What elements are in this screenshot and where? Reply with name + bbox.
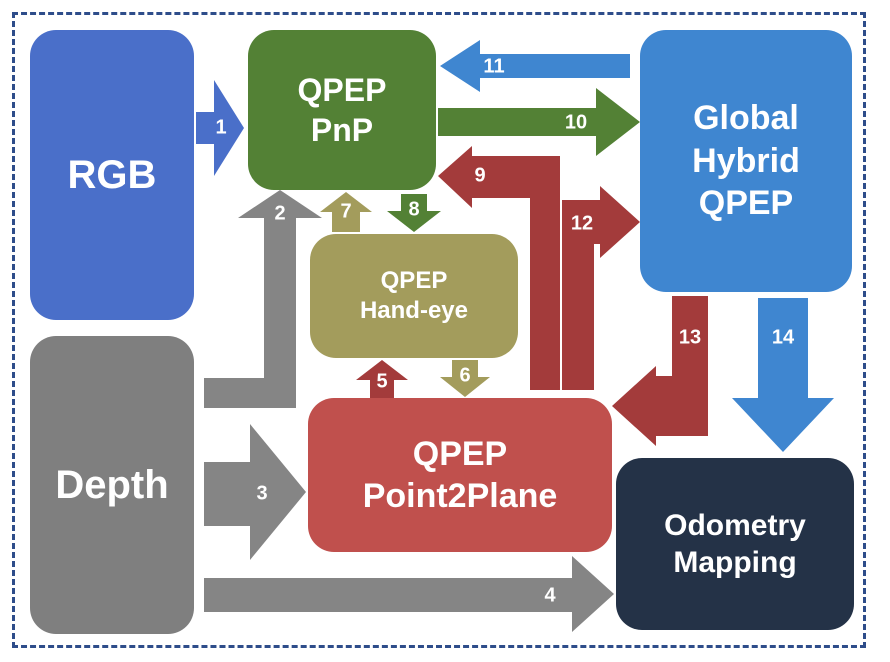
odometry-mapping-line1: Odometry bbox=[664, 508, 806, 542]
qpep-hand-eye-line1: QPEP bbox=[380, 267, 448, 294]
global-hybrid-line1: Global bbox=[693, 99, 799, 138]
arrow-13-label: 13 bbox=[679, 326, 701, 348]
arrow-14 bbox=[732, 298, 834, 452]
qpep-point2plane-line2: Point2Plane bbox=[362, 477, 558, 515]
qpep-point2plane-line1: QPEP bbox=[412, 434, 508, 473]
global-hybrid-line3: QPEP bbox=[698, 184, 794, 223]
arrow-2 bbox=[204, 190, 322, 408]
rgb-node: RGB bbox=[30, 30, 194, 320]
arrow-13 bbox=[612, 296, 708, 446]
odometry-mapping-line2: Mapping bbox=[673, 546, 797, 579]
arrow-7-label: 7 bbox=[340, 200, 351, 222]
depth-node: Depth bbox=[30, 336, 194, 634]
arrow-11-label: 11 bbox=[483, 55, 504, 77]
arrow-6-label: 6 bbox=[459, 364, 470, 386]
arrow-6 bbox=[440, 360, 490, 397]
qpep-hand-eye-line2: Hand-eye bbox=[359, 297, 469, 324]
qpep-pnp-line2: PnP bbox=[310, 112, 374, 148]
qpep-point2plane-node: QPEP Point2Plane bbox=[308, 398, 612, 552]
qpep-pnp-line1: QPEP bbox=[297, 72, 387, 108]
arrow-1 bbox=[196, 80, 244, 176]
arrow-5-label: 5 bbox=[376, 370, 387, 392]
arrow-3 bbox=[204, 424, 306, 560]
global-hybrid-qpep-node: Global Hybrid QPEP bbox=[640, 30, 852, 292]
arrow-1-label: 1 bbox=[215, 116, 226, 138]
arrow-2-label: 2 bbox=[274, 202, 285, 224]
arrow-8-label: 8 bbox=[408, 198, 419, 220]
arrow-12-label: 12 bbox=[571, 212, 593, 234]
odometry-mapping-node: Odometry Mapping bbox=[616, 458, 854, 630]
arrow-10-label: 10 bbox=[565, 111, 587, 133]
arrow-5 bbox=[356, 360, 408, 398]
arrow-14-label: 14 bbox=[772, 326, 795, 348]
rgb-label: RGB bbox=[67, 153, 157, 197]
diagram-border bbox=[12, 12, 866, 648]
global-hybrid-line2: Hybrid bbox=[692, 141, 800, 180]
arrow-12 bbox=[562, 186, 640, 390]
arrow-4-label: 4 bbox=[544, 584, 556, 606]
arrow-3-label: 3 bbox=[256, 482, 267, 504]
qpep-hand-eye-node: QPEP Hand-eye bbox=[310, 234, 518, 358]
arrow-4 bbox=[204, 556, 614, 632]
arrow-7 bbox=[320, 192, 372, 232]
arrow-9 bbox=[438, 146, 560, 390]
arrow-8 bbox=[387, 194, 441, 232]
arrow-10 bbox=[438, 88, 640, 156]
arrow-9-label: 9 bbox=[474, 164, 485, 186]
arrow-11 bbox=[440, 40, 630, 92]
depth-label: Depth bbox=[55, 463, 169, 507]
qpep-pnp-node: QPEP PnP bbox=[248, 30, 436, 190]
